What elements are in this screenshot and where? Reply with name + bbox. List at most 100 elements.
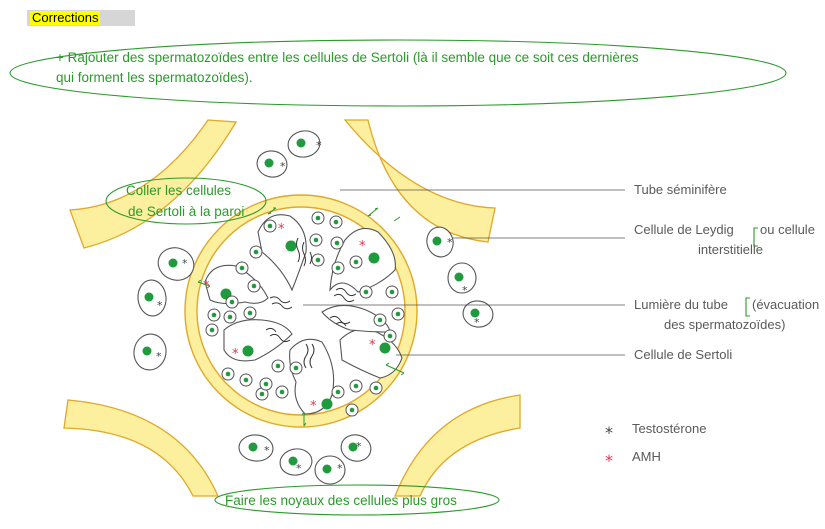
sertoli-cell <box>329 227 396 293</box>
legend-amh-label: AMH <box>632 449 661 464</box>
germ-cell-nucleus <box>335 389 341 395</box>
germ-cell-nucleus <box>275 363 281 369</box>
leydig-nucleus <box>142 346 152 356</box>
germ-cell-nucleus <box>353 259 359 265</box>
note-wall-ellipse <box>105 177 267 225</box>
legend-testosterone-symbol: * <box>605 423 613 442</box>
germ-cell-nucleus <box>313 237 319 243</box>
germ-cell-nucleus <box>259 391 265 397</box>
label-leydig-or: ou cellule <box>760 222 815 237</box>
germ-cell-nucleus <box>225 371 231 377</box>
sertoli-nuclei <box>220 240 391 410</box>
tubule-bottom-right <box>394 394 521 497</box>
leydig-nucleus <box>264 158 274 168</box>
amh-star: * <box>232 347 239 362</box>
attachment-arrows <box>197 207 405 427</box>
leydig-nucleus <box>168 258 178 268</box>
germ-cell-nucleus <box>247 310 253 316</box>
testosterone-star: * <box>474 316 480 329</box>
legend: * Testostérone * AMH <box>605 421 706 470</box>
germ-cell-nucleus <box>315 257 321 263</box>
leydig-nucleus <box>248 442 258 452</box>
note-main-line1: + Rajouter des spermatozoïdes entre les … <box>56 50 639 65</box>
germ-cell-nucleus <box>389 289 395 295</box>
sertoli-cell <box>289 338 335 415</box>
germ-cell-nucleus <box>353 383 359 389</box>
legend-testosterone-label: Testostérone <box>632 421 706 436</box>
germ-cell-nucleus <box>349 407 355 413</box>
germ-cell-nucleus <box>243 377 249 383</box>
germ-cell-nucleus <box>263 381 269 387</box>
spermatozoa <box>265 237 357 369</box>
testosterone-star: * <box>462 284 468 297</box>
note-main-line2: qui forment les spermatozoïdes). <box>56 70 253 85</box>
nucleus <box>379 342 391 354</box>
annotation-ellipses <box>9 39 787 516</box>
germ-cell-nucleus <box>209 327 215 333</box>
testosterone-star: * <box>157 299 163 312</box>
leydig-nucleus <box>288 456 298 466</box>
note-nuclei: Faire les noyaux des cellules plus gros <box>225 493 457 508</box>
note-wall-line1: Coller les cellules <box>126 183 231 198</box>
label-lumen-paren: (évacuation <box>752 297 819 312</box>
testosterone-star: * <box>280 160 286 173</box>
leydig-nucleus <box>322 464 332 474</box>
germ-cell-nucleus <box>373 385 379 391</box>
germ-cell-nucleus <box>334 240 340 246</box>
leader-lines <box>303 189 625 356</box>
germ-cell-nucleus <box>251 283 257 289</box>
testosterone-star: * <box>316 139 322 152</box>
amh-star: * <box>369 338 376 353</box>
testosterone-star: * <box>447 236 453 249</box>
nucleus <box>242 345 254 357</box>
germ-cell-nucleus <box>363 289 369 295</box>
sertoli-cell <box>257 214 307 292</box>
testosterone-star: * <box>356 440 362 453</box>
germ-cell-nucleus <box>395 311 401 317</box>
germ-cell-nucleus <box>211 312 217 318</box>
leydig-cells: * * * * * * * * * * * * <box>133 130 494 485</box>
note-main-ellipse <box>9 39 787 107</box>
germ-cell-nucleus <box>227 314 233 320</box>
label-lumen-line1: Lumière du tube <box>634 297 728 312</box>
germ-cell-nucleus <box>279 389 285 395</box>
leydig-nucleus <box>348 442 358 452</box>
bracket-lumen <box>745 297 750 317</box>
amh-star: * <box>278 222 285 237</box>
leydig-nucleus <box>454 272 464 282</box>
label-leydig-line1: Cellule de Leydig <box>634 222 734 237</box>
label-leydig-line2: interstitielle <box>698 242 763 257</box>
leydig-nucleus <box>470 308 480 318</box>
germ-cell-nucleus <box>293 365 299 371</box>
germ-cell-nucleus <box>377 317 383 323</box>
testosterone-star: * <box>264 444 270 457</box>
label-sertoli: Cellule de Sertoli <box>634 347 732 362</box>
amh-star: * <box>359 239 366 254</box>
legend-amh-symbol: * <box>605 451 613 470</box>
amh-star: * <box>310 399 317 414</box>
neighbor-tubules <box>63 119 521 497</box>
corrections-title: Corrections <box>30 10 101 25</box>
note-nuclei-ellipse <box>214 484 500 516</box>
germ-cell-nucleus <box>315 215 321 221</box>
leydig-nucleus <box>296 138 306 148</box>
leydig-nucleus <box>144 292 154 302</box>
germ-cell-nucleus <box>229 299 235 305</box>
germ-cell-nucleus <box>335 265 341 271</box>
testosterone-star: * <box>156 350 162 363</box>
nucleus <box>285 240 297 252</box>
bracket-leydig <box>753 227 758 247</box>
leydig-nucleus <box>432 236 442 246</box>
germ-cell-nucleus <box>387 333 393 339</box>
testosterone-star: * <box>337 462 343 475</box>
nucleus <box>368 252 380 264</box>
nucleus <box>321 398 333 410</box>
germ-cell-nucleus <box>267 223 273 229</box>
tubule-top-left <box>69 119 238 249</box>
testosterone-star: * <box>296 462 302 475</box>
testosterone-star: * <box>182 257 188 270</box>
amh-star: * <box>203 279 210 294</box>
label-tube: Tube séminifère <box>634 182 727 197</box>
tubule-bottom-left <box>63 399 219 497</box>
